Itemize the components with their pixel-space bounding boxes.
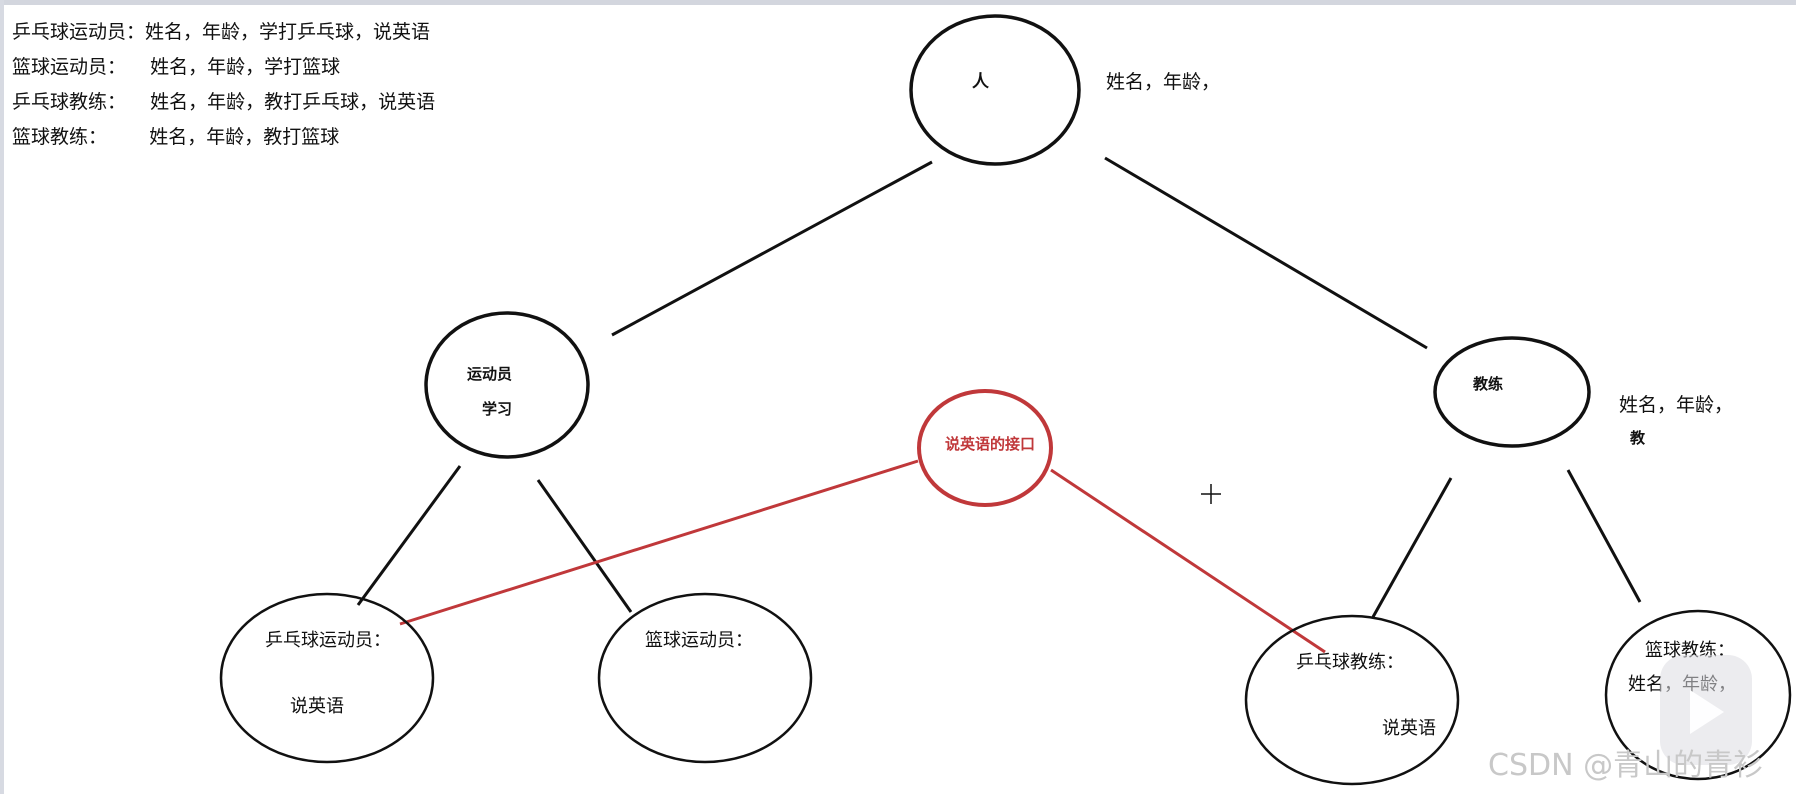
node-bb-player [597,592,813,764]
play-icon[interactable] [1690,690,1724,734]
edge-athlete-bb-player [536,479,633,613]
label-athlete-line2: 学习 [482,400,513,418]
edge-coach-pp-coach [1371,477,1453,618]
coach-teach-label: 教 [1630,429,1646,447]
edge-person-coach [1104,156,1428,350]
label-interface: 说英语的接口 [945,435,1036,453]
coach-attributes: 姓名，年龄， [1619,394,1734,416]
window-left-border [0,0,4,794]
label-pp-player-title: 乒乓球运动员： [265,630,391,651]
label-person: 人 [972,72,989,92]
node-pp-coach [1244,614,1460,786]
watermark: CSDN @青山的青衫 [1488,748,1764,783]
node-pp-player [219,592,435,764]
label-pp-player-sub: 说英语 [290,696,344,717]
label-athlete-line1: 运动员 [467,365,513,383]
note-line-4: 篮球教练： 姓名，年龄，教打篮球 [12,126,340,148]
person-attributes: 姓名，年龄， [1106,71,1221,93]
node-coach [1433,336,1591,448]
edge-athlete-pp-player [356,465,462,606]
interface-edges [399,459,1326,654]
node-bb-coach [1604,609,1792,781]
edge-coach-bb-coach [1566,469,1642,603]
node-person [909,14,1081,166]
node-interface [917,389,1053,507]
edge-interface-pp-coach [1050,468,1326,654]
label-bb-player-title: 篮球运动员： [645,630,753,651]
edge-interface-pp-player [399,459,919,626]
label-pp-coach-title: 乒乓球教练： [1296,652,1404,673]
label-coach: 教练 [1473,375,1504,393]
note-line-2: 篮球运动员： 姓名，年龄，学打篮球 [12,56,341,78]
note-line-3: 乒乓球教练： 姓名，年龄，教打乒乓球，说英语 [12,91,436,113]
crosshair-cursor-icon [1201,484,1221,504]
tree-nodes [219,14,1792,786]
window-top-border [0,0,1796,5]
node-athlete [424,311,590,459]
note-line-1: 乒乓球运动员：姓名，年龄，学打乒乓球，说英语 [12,21,431,43]
label-pp-coach-sub: 说英语 [1382,718,1436,739]
edge-person-athlete [611,160,933,337]
tree-edges [356,156,1642,618]
